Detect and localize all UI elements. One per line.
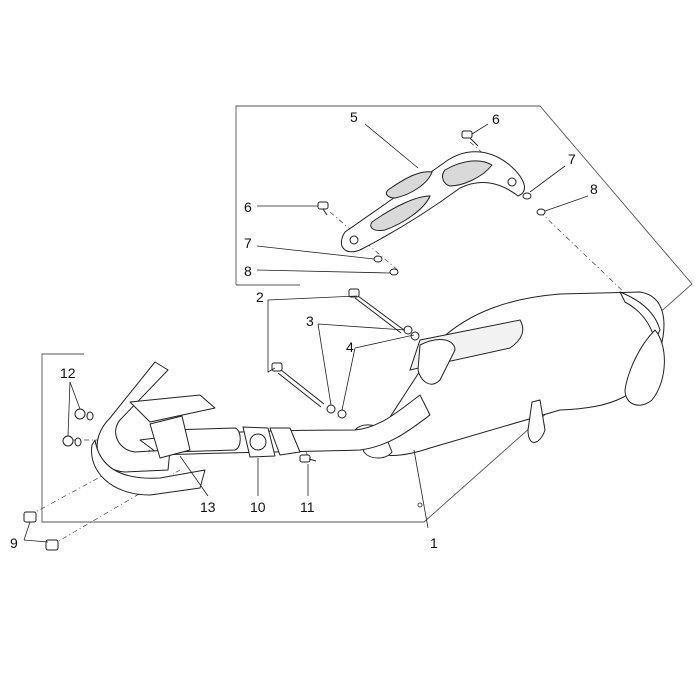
callout-labels: 1 2 3 4 5 6 6 7 7 8 8 9 10 11 12 13 [10,109,598,551]
callout-7-upper: 7 [568,151,576,167]
callout-5: 5 [350,109,358,125]
washer-8-upper [536,208,546,216]
header-pipe [91,361,301,496]
bolt-2-upper [348,288,405,334]
nut-12-upper [74,408,86,420]
washer-7-upper [522,192,532,200]
nut-12-lower [62,435,74,447]
callout-1: 1 [430,535,438,551]
washer-7-left [373,255,383,263]
screw-6-left [317,201,329,216]
callout-2: 2 [256,289,264,305]
washer-3-upper [403,325,413,335]
washer-4-lower [337,409,347,419]
callout-8-upper: 8 [590,181,598,197]
heat-shield [340,151,525,253]
callout-3: 3 [306,313,314,329]
stud-9-upper [23,511,37,523]
screw-11 [299,454,317,463]
screw-6-upper [461,130,479,147]
callout-9: 9 [10,535,18,551]
callout-11: 11 [300,499,315,515]
washer-12-lower [74,437,82,447]
callout-6-upper: 6 [492,111,500,127]
callout-10: 10 [250,499,266,515]
stud-9-lower [45,539,59,551]
callout-7-left: 7 [244,235,252,251]
washer-4-upper [410,331,420,341]
washer-12-upper [86,411,94,421]
washer-8-left [389,268,399,276]
washer-3-lower [326,404,336,414]
callout-8-left: 8 [244,263,252,279]
callout-6-left: 6 [244,199,252,215]
leader-lines [23,123,589,543]
bolt-2-lower [271,362,325,408]
callout-4: 4 [346,339,354,355]
callout-12: 12 [60,365,76,381]
callout-13: 13 [200,499,216,515]
